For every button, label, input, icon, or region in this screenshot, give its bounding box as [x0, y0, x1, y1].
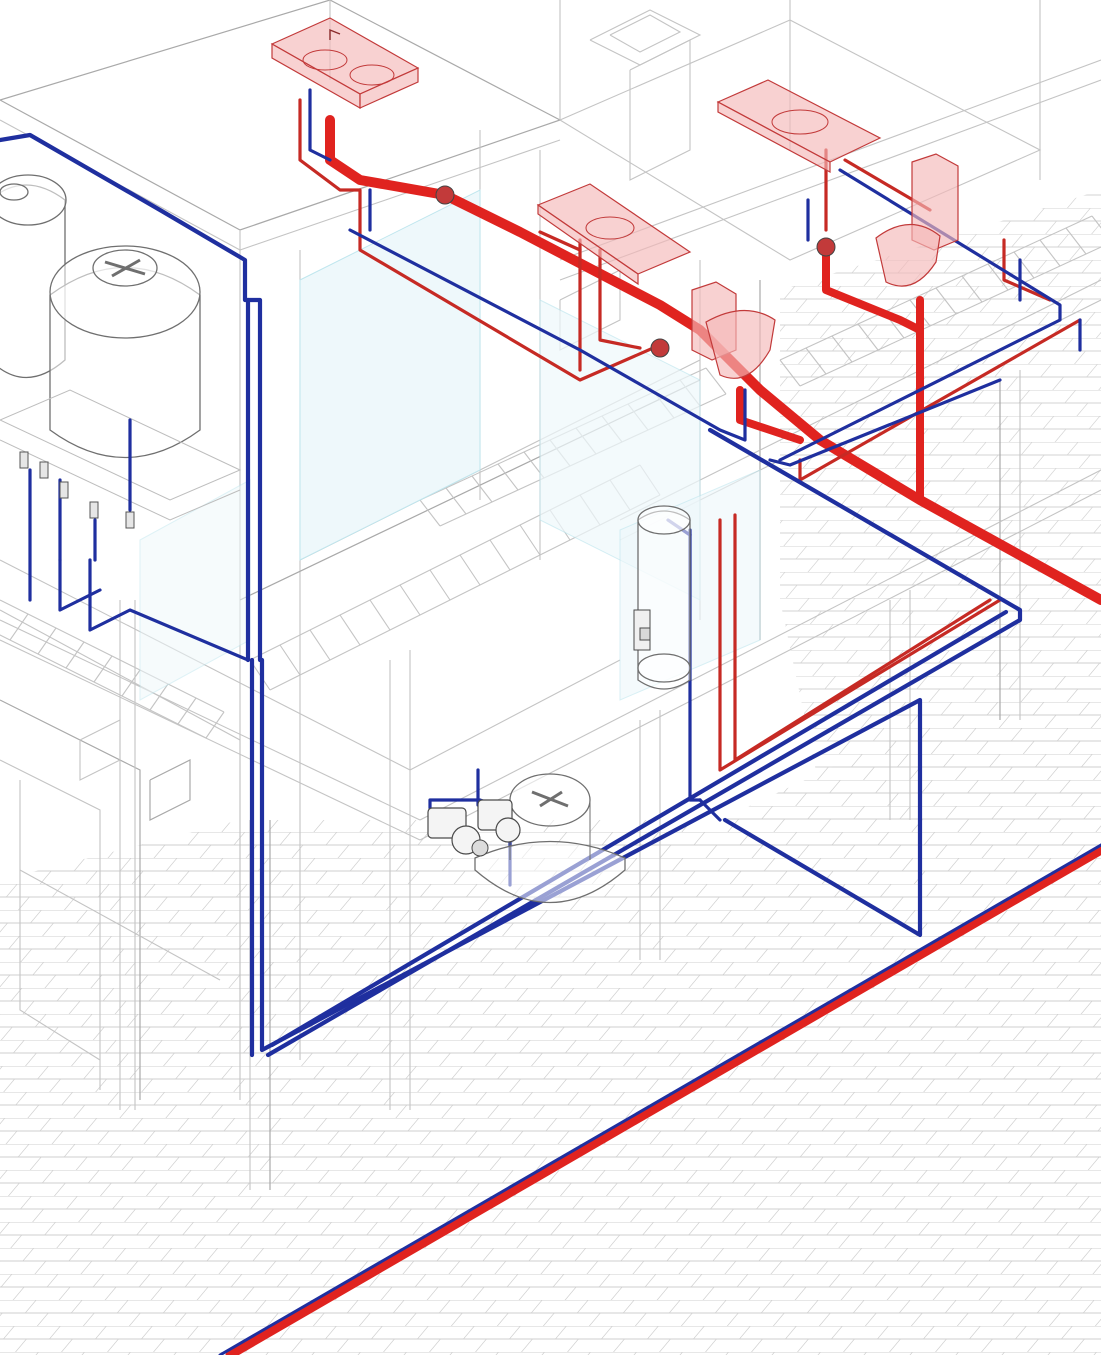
water-pipe-5: [269, 609, 1009, 1048]
outlet-tap-2: [59, 481, 69, 499]
sewage-main-2: [822, 246, 924, 334]
pergola-right-rail: [779, 215, 1093, 361]
ghost-edge-13: [0, 609, 241, 1000]
double-sink: [270, 17, 420, 110]
ghost-edge-42: [149, 759, 191, 821]
pergola-left-rung: [205, 711, 225, 739]
ghost-edge-30: [0, 619, 421, 821]
water-heater: [633, 505, 691, 690]
sewage-branch-4: [733, 513, 992, 762]
pergola-right-rung: [805, 347, 827, 375]
pergola-front-rung: [279, 644, 301, 676]
sewage-branch-6: [1002, 238, 1052, 302]
pergola-front-rung: [339, 614, 361, 646]
pergola-right: [779, 215, 1101, 387]
pergola-front-rung: [309, 629, 331, 661]
ghost-edge-12: [559, 19, 1042, 261]
pergola-right-rung: [1039, 239, 1061, 267]
toilet-middle: [691, 281, 776, 379]
ghost-edge-16: [19, 780, 101, 1061]
basin-upper-right: [716, 79, 882, 174]
water-tank-left: [0, 174, 67, 379]
tank-outlet-taps: [19, 451, 135, 529]
pergola-front-rung: [429, 569, 451, 601]
ghost-edge-32: [419, 469, 1101, 821]
ground-cistern: [474, 773, 626, 904]
ghost-edge-34: [0, 559, 621, 771]
sewage-branch-9: [538, 230, 582, 252]
pergola-left-rung: [65, 641, 85, 669]
ghost-edge-46: [589, 9, 702, 66]
pergola-right-rung: [1091, 215, 1101, 229]
ghost-edge-31: [0, 639, 421, 841]
pergola-left-rung: [149, 683, 169, 711]
water-pipe-19: [698, 798, 722, 822]
water-pipe-14: [308, 88, 332, 162]
sewage-branch-0: [298, 98, 662, 382]
sewage-branch-2: [598, 248, 642, 350]
pergola-mid-rung: [471, 475, 493, 503]
pergola-front-rung: [489, 539, 511, 571]
pergola-right-rung: [987, 263, 1009, 291]
pergola-right-rung: [1013, 251, 1035, 279]
sewage-outfall-line: [225, 845, 1101, 1355]
sewage-branch-3: [718, 518, 1002, 772]
pergola-left: [0, 599, 225, 739]
water-pipe-23: [768, 378, 1002, 467]
pergola-right-rung: [1065, 227, 1087, 255]
tank-platform: [0, 389, 242, 521]
basin-middle: [536, 183, 692, 286]
drain-valves: [435, 185, 836, 358]
pergola-right-rung: [779, 359, 801, 387]
pergola-mid-rung: [497, 463, 519, 491]
pergola-left-rung: [37, 627, 57, 655]
pergola-front-rung: [519, 524, 541, 556]
pergola-left-rung: [121, 669, 141, 697]
pergola-right-rung: [857, 323, 879, 351]
ghost-edge-47: [609, 14, 682, 53]
pergola-mid-rung: [419, 499, 441, 527]
cold-water-pipes: [0, 88, 1101, 1355]
pergola-right-rung: [935, 287, 957, 315]
water-pipe-12: [348, 228, 747, 442]
water-tank-right: [49, 245, 201, 459]
pergola-front-rung: [459, 554, 481, 586]
pergola-left-rung: [9, 613, 29, 641]
water-pipe-0: [0, 132, 263, 663]
pergola-left-rail: [0, 634, 207, 739]
ghost-edge-14: [0, 699, 141, 1100]
water-pipe-2: [259, 657, 923, 1053]
pergola-left-rung: [177, 697, 197, 725]
pergola-front-rung: [369, 599, 391, 631]
pergola-right-rung: [961, 275, 983, 303]
water-supply-line: [218, 843, 1101, 1355]
pergola-left-rung: [93, 655, 113, 683]
pergola-left-rail: [0, 599, 225, 713]
ghost-edge-15: [0, 759, 101, 1090]
pump-set: [427, 799, 521, 857]
outlet-tap-3: [89, 501, 99, 519]
water-pipe-4: [265, 427, 1023, 1058]
water-pipe-7: [58, 558, 102, 612]
pergola-right-rail: [799, 246, 1101, 387]
pergola-right-rung: [831, 335, 853, 363]
outlet-tap-0: [19, 451, 29, 469]
sewage-main-3: [736, 386, 804, 444]
toilet-right: [875, 153, 959, 287]
outlet-tap-4: [125, 511, 135, 529]
ghost-edge-45: [629, 39, 691, 181]
sewage-main-0: [325, 115, 1101, 605]
outlet-tap-1: [39, 461, 49, 479]
ghost-edge-41: [79, 719, 121, 781]
pergola-mid-rung: [445, 487, 467, 515]
pergola-front-rung: [399, 584, 421, 616]
pergola-mid-rung: [705, 367, 727, 395]
